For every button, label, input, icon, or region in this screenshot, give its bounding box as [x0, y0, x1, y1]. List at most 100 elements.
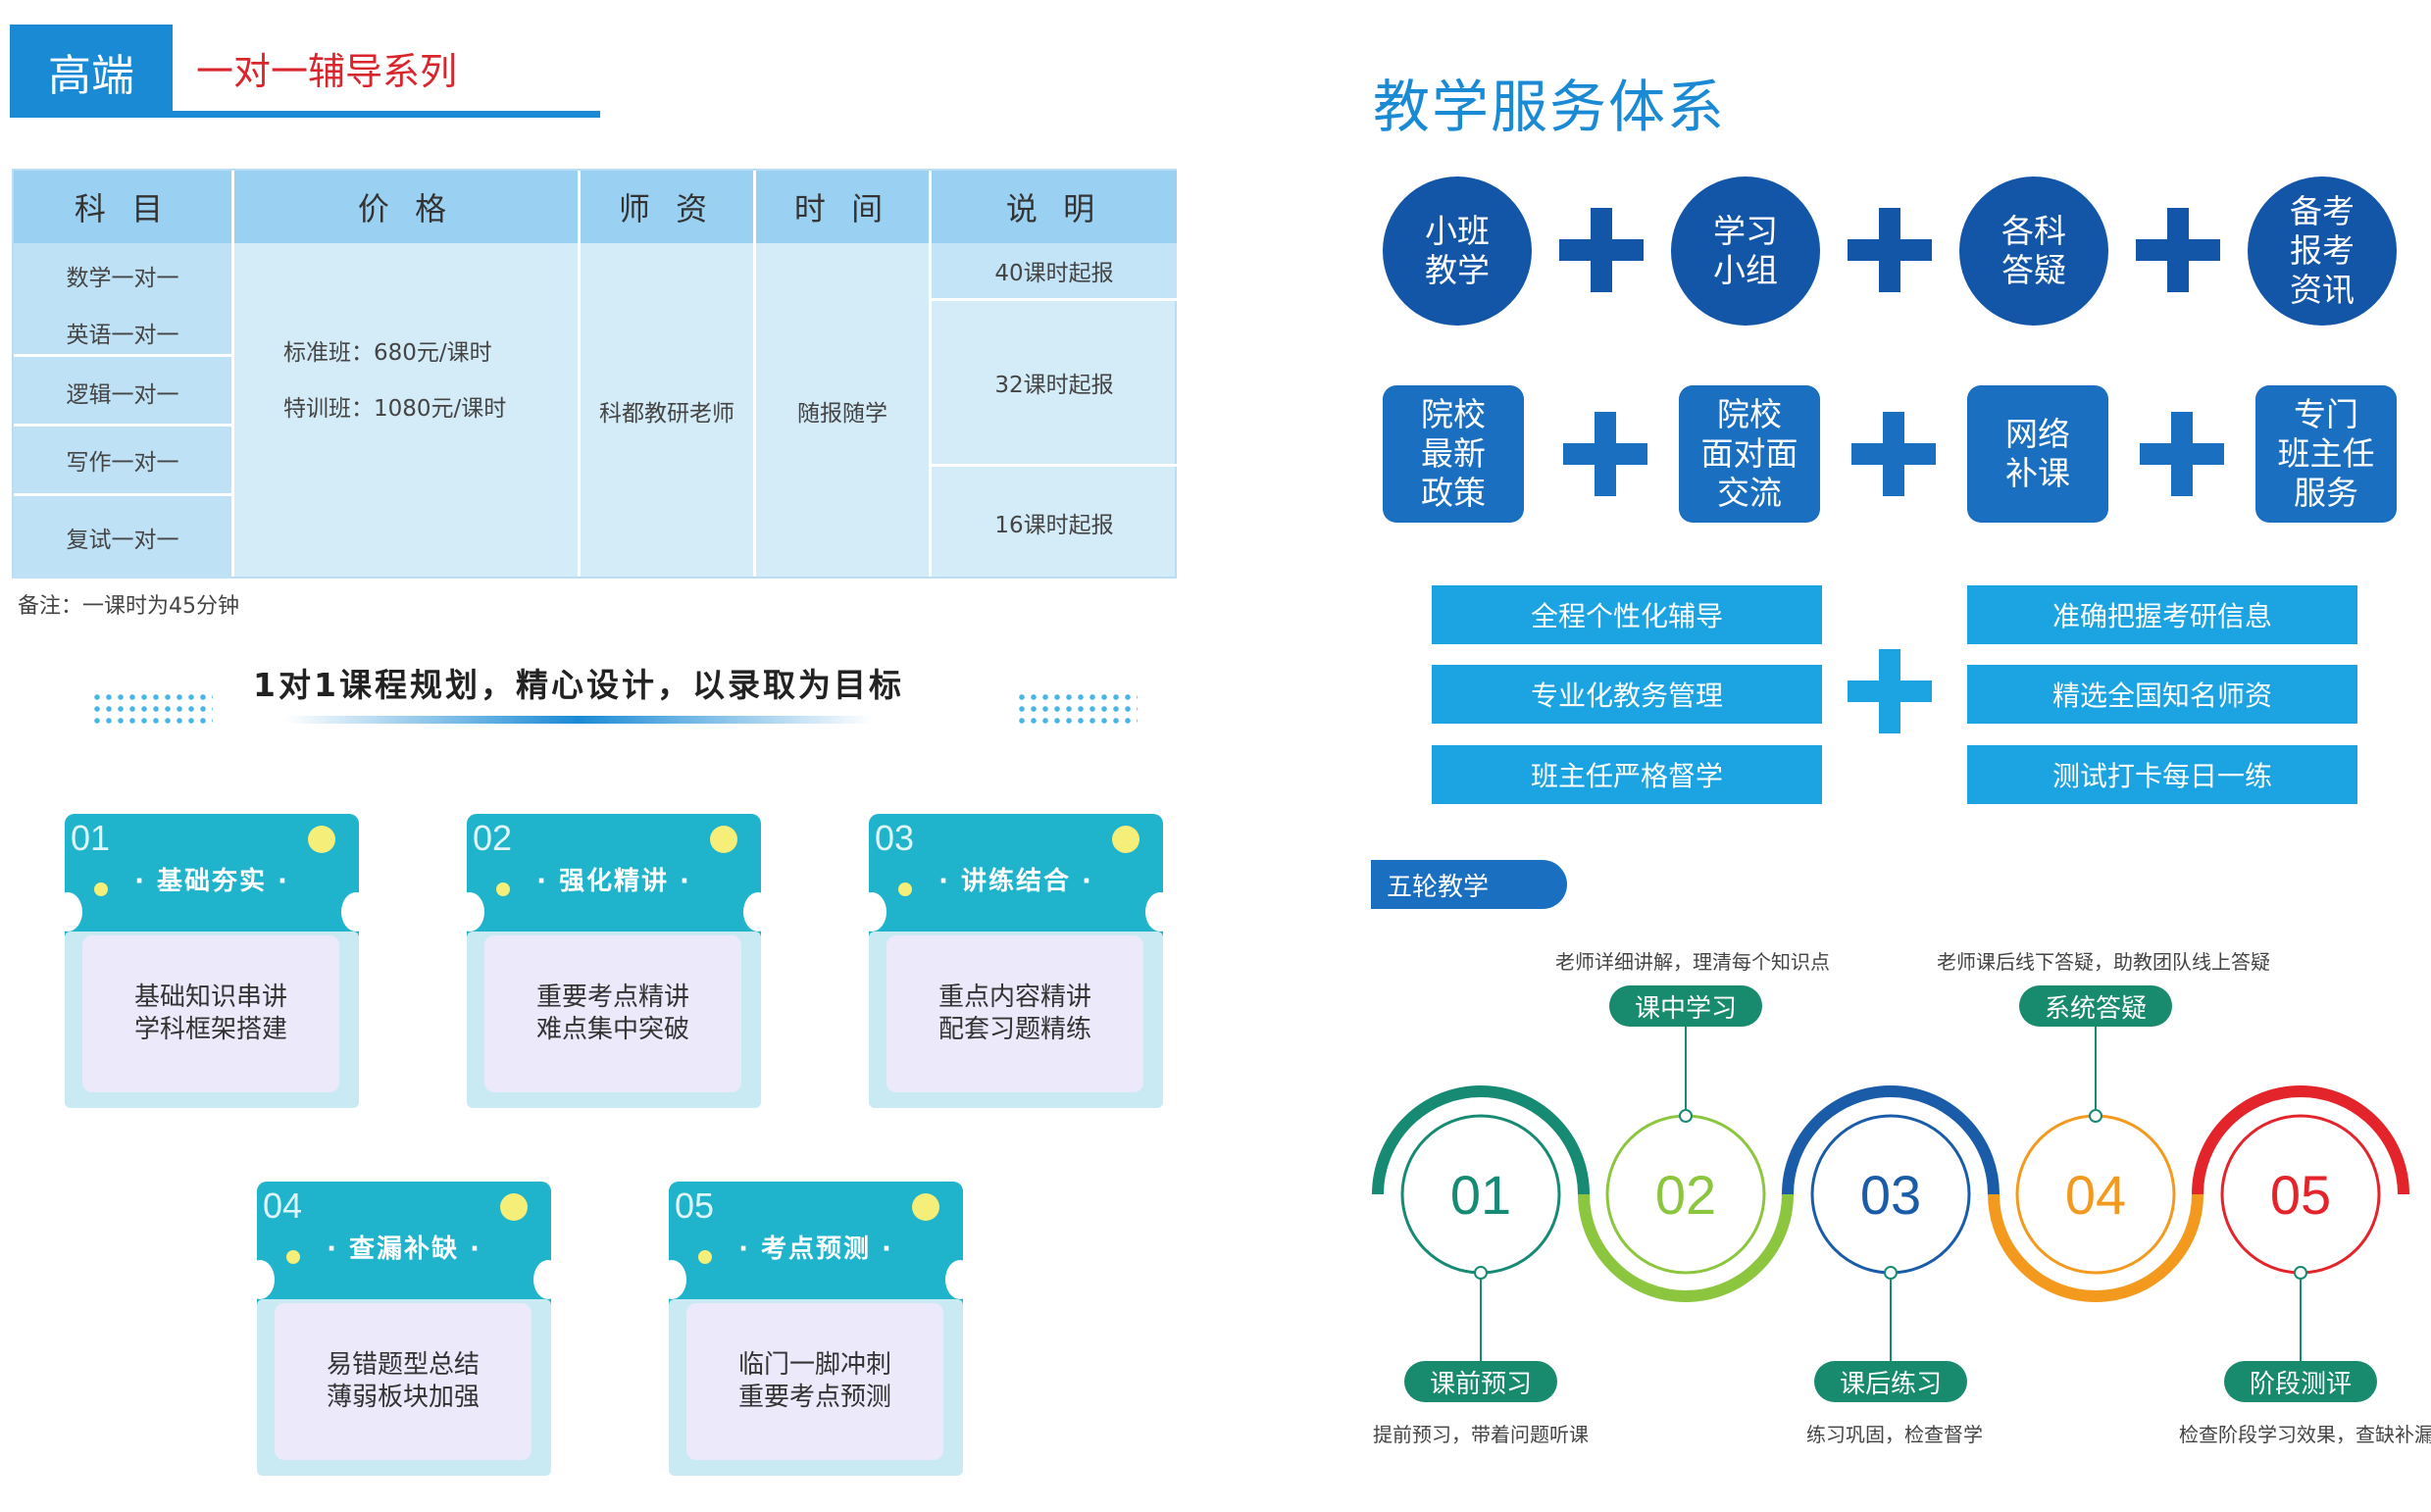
table-divider	[14, 493, 231, 496]
circle-line: 小组	[1713, 251, 1778, 289]
dot-grid-decoration	[91, 691, 213, 729]
card-notch	[53, 892, 82, 932]
series-badge: 高端	[10, 25, 173, 118]
circle-line: 答疑	[2001, 251, 2066, 289]
card-notch	[245, 1260, 275, 1299]
column-header-notes: 说 明	[932, 171, 1177, 243]
step-number: 05	[675, 1185, 715, 1226]
service-circle-study-group: 学习 小组	[1671, 176, 1820, 326]
dot-icon	[94, 882, 108, 896]
round-desc-5: 检查阶段学习效果，查缺补漏	[2179, 1423, 2431, 1446]
step-card-3: 03 · 讲练结合 · 重点内容精讲 配套习题精练	[857, 814, 1175, 1108]
table-divider	[14, 354, 231, 357]
round-desc-2: 老师详细讲解，理清每个知识点	[1555, 950, 1830, 974]
price-intensive: 特训班：1080元/课时	[283, 396, 507, 422]
sun-circle-icon	[912, 1193, 939, 1221]
box-line: 补课	[2005, 454, 2070, 492]
box-line: 最新	[1421, 434, 1486, 473]
card-notch	[1145, 892, 1175, 932]
column-header-price: 价 格	[234, 171, 578, 243]
step-content: 易错题型总结 薄弱板块加强	[275, 1303, 532, 1460]
circle-line: 资讯	[2290, 271, 2355, 309]
round-number-4: 04	[2064, 1164, 2127, 1226]
service-circle-exam-info: 备考 报考 资讯	[2248, 176, 2397, 326]
step-line-1: 临门一脚冲刺	[737, 1350, 891, 1380]
step-content: 重要考点精讲 难点集中突破	[484, 935, 741, 1092]
dot-icon	[286, 1250, 300, 1264]
subject-writing: 写作一对一	[66, 450, 179, 476]
circle-line: 各科	[2001, 212, 2066, 250]
service-title: 教学服务体系	[1373, 74, 1727, 140]
table-divider	[932, 464, 1177, 467]
service-circle-small-class: 小班 教学	[1383, 176, 1532, 326]
subject-math: 数学一对一	[66, 266, 179, 291]
service-circle-qa: 各科 答疑	[1959, 176, 2108, 326]
step-line-2: 薄弱板块加强	[326, 1383, 480, 1412]
sun-circle-icon	[1112, 826, 1140, 853]
round-label-3: 课后练习	[1814, 1361, 1967, 1402]
connector-dot	[2294, 1266, 2307, 1280]
dot-grid-decoration	[1016, 691, 1138, 729]
step-content: 重点内容精讲 配套习题精练	[886, 935, 1143, 1092]
note-16-hours: 16课时起报	[994, 513, 1114, 538]
column-header-subject: 科 目	[14, 171, 231, 243]
round-desc-1: 提前预习，带着问题听课	[1373, 1423, 1589, 1446]
round-desc-4: 老师课后线下答疑，助教团队线上答疑	[1937, 950, 2270, 974]
box-line: 院校	[1421, 395, 1486, 433]
step-content: 临门一脚冲刺 重要考点预测	[686, 1303, 943, 1460]
step-card-2: 02 · 强化精讲 · 重要考点精讲 难点集中突破	[455, 814, 773, 1108]
note-32-hours: 32课时起报	[994, 373, 1114, 398]
round-number-5: 05	[2269, 1164, 2332, 1226]
planning-title: 1对1课程规划，精心设计，以录取为目标	[253, 666, 904, 704]
circle-line: 报考	[2290, 231, 2355, 270]
circle-line: 教学	[1425, 251, 1490, 289]
step-line-2: 重要考点预测	[737, 1383, 891, 1412]
round-3-arc	[1782, 1085, 2000, 1195]
round-1-arc	[1372, 1085, 1590, 1195]
card-notch	[455, 892, 484, 932]
step-line-2: 难点集中突破	[535, 1015, 689, 1044]
step-line-2: 学科框架搭建	[133, 1015, 287, 1044]
sun-circle-icon	[500, 1193, 528, 1221]
round-desc-3: 练习巩固，检查督学	[1806, 1423, 1983, 1446]
connector-dot	[1884, 1266, 1898, 1280]
feature-right-2: 精选全国知名师资	[1967, 665, 2357, 724]
subject-english: 英语一对一	[66, 323, 179, 348]
step-line-1: 重要考点精讲	[535, 983, 689, 1012]
box-line: 服务	[2294, 474, 2358, 512]
plus-icon	[1848, 208, 1932, 292]
step-line-1: 重点内容精讲	[937, 983, 1091, 1012]
step-card-1: 01 · 基础夯实 · 基础知识串讲 学科框架搭建	[53, 814, 371, 1108]
schedule-cell: 随报随学	[797, 401, 887, 427]
circle-line: 学习	[1713, 212, 1778, 250]
table-divider	[578, 171, 581, 577]
box-line: 专门	[2294, 395, 2358, 433]
subject-column-bg	[14, 243, 231, 579]
plus-icon	[2136, 208, 2220, 292]
dot-icon	[898, 882, 912, 896]
feature-left-2: 专业化教务管理	[1432, 665, 1822, 724]
card-notch	[657, 1260, 686, 1299]
column-header-schedule: 时 间	[756, 171, 929, 243]
connector-dot	[2089, 1109, 2102, 1123]
step-card-5: 05 · 考点预测 · 临门一脚冲刺 重要考点预测	[657, 1182, 975, 1476]
note-40-hours: 40课时起报	[994, 261, 1114, 286]
step-line-2: 配套习题精练	[937, 1015, 1091, 1044]
planning-underline	[284, 716, 873, 724]
card-notch	[533, 1260, 563, 1299]
plus-icon	[1559, 208, 1644, 292]
column-header-faculty: 师 资	[581, 171, 753, 243]
step-card-4: 04 · 查漏补缺 · 易错题型总结 薄弱板块加强	[245, 1182, 563, 1476]
feature-left-3: 班主任严格督学	[1432, 745, 1822, 804]
card-notch	[341, 892, 371, 932]
step-line-1: 易错题型总结	[326, 1350, 480, 1380]
step-content: 基础知识串讲 学科框架搭建	[82, 935, 339, 1092]
step-number: 02	[473, 818, 513, 858]
step-line-1: 基础知识串讲	[133, 983, 287, 1012]
round-5-arc	[2192, 1085, 2409, 1195]
round-2-arc	[1578, 1193, 1794, 1302]
footnote: 备注：一课时为45分钟	[18, 594, 239, 619]
round-number-3: 03	[1859, 1164, 1922, 1226]
card-notch	[743, 892, 773, 932]
